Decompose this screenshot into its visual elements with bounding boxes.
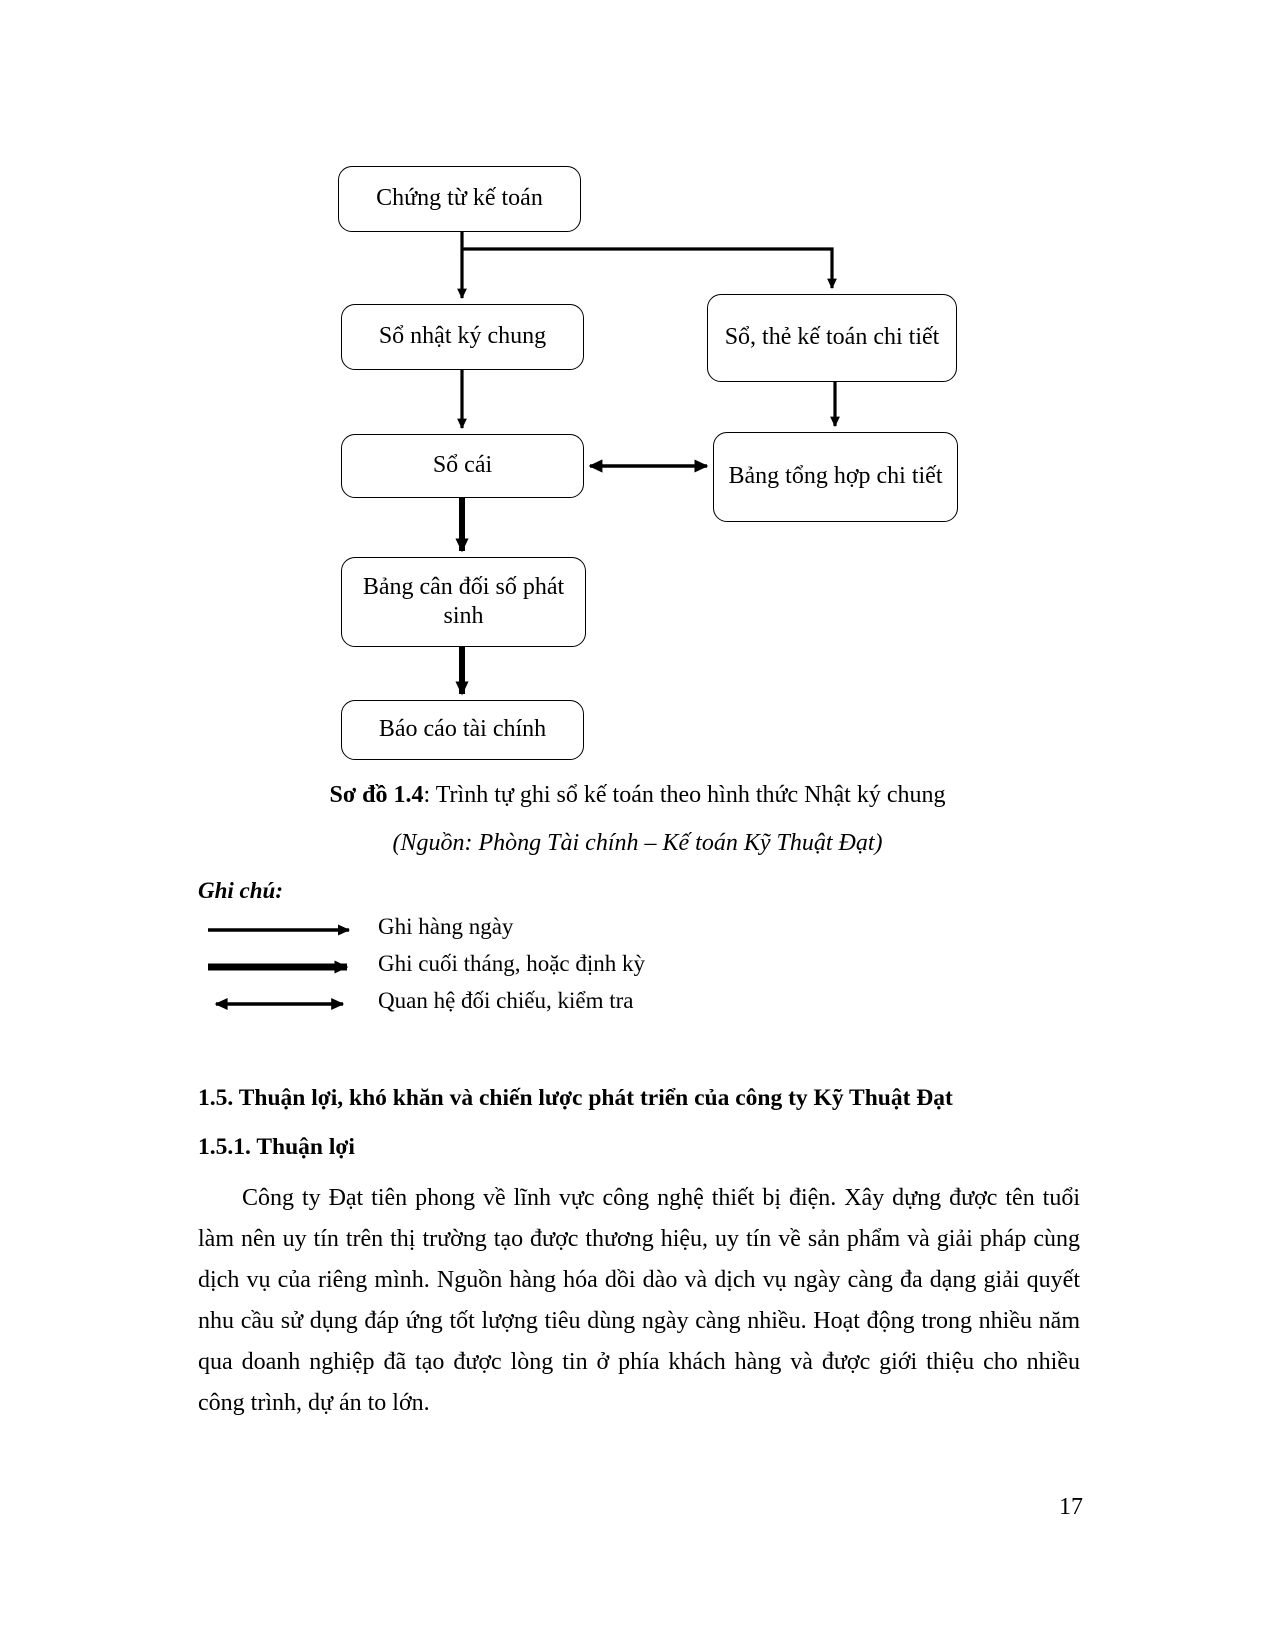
flow-node-bang-tong-hop-chi-tiet[interactable]: Bảng tổng hợp chi tiết (713, 432, 958, 522)
legend-label: Ghi hàng ngày (378, 914, 514, 939)
flow-node-so-nhat-ky-chung[interactable]: Sổ nhật ký chung (341, 304, 584, 370)
flowchart-so-do-1-4: Chứng từ kế toán Sổ nhật ký chung Sổ, th… (0, 0, 1275, 790)
flow-node-bao-cao-tai-chinh[interactable]: Báo cáo tài chính (341, 700, 584, 760)
figure-caption-label: Sơ đồ 1.4 (329, 782, 424, 808)
arrow-thick-right-icon (208, 960, 349, 974)
arrow-thin-right-icon (208, 924, 350, 936)
flow-node-so-the-ke-toan-chi-tiet[interactable]: Sổ, thẻ kế toán chi tiết (707, 294, 957, 382)
heading-section-1-5-1: 1.5.1. Thuận lợi (198, 1134, 355, 1160)
page-number: 17 (1059, 1494, 1083, 1520)
legend-label: Quan hệ đối chiếu, kiểm tra (378, 988, 634, 1013)
heading-section-1-5: 1.5. Thuận lợi, khó khăn và chiến lược p… (198, 1085, 953, 1111)
legend-item-ghi-hang-ngay: Ghi hàng ngày (198, 912, 898, 949)
flow-node-so-cai[interactable]: Sổ cái (341, 434, 584, 498)
legend-label: Ghi cuối tháng, hoặc định kỳ (378, 951, 646, 976)
legend-item-quan-he-doi-chieu: Quan hệ đối chiếu, kiểm tra (198, 986, 898, 1023)
legend-item-ghi-cuoi-thang: Ghi cuối tháng, hoặc định kỳ (198, 949, 898, 986)
figure-caption-text: : Trình tự ghi sổ kế toán theo hình thức… (423, 782, 946, 808)
figure-caption: Sơ đồ 1.4: Trình tự ghi sổ kế toán theo … (0, 782, 1275, 809)
flow-node-chung-tu-ke-toan[interactable]: Chứng từ kế toán (338, 166, 581, 232)
legend-title: Ghi chú: (198, 878, 283, 903)
legend-list: Ghi hàng ngày Ghi cuối tháng, hoặc định … (198, 912, 898, 1023)
flow-node-bang-can-doi-so-phat-sinh[interactable]: Bảng cân đối số phát sinh (341, 557, 586, 647)
flowchart-connectors (455, 232, 840, 696)
figure-source: (Nguồn: Phòng Tài chính – Kế toán Kỹ Thu… (392, 830, 883, 856)
arrow-double-head-icon (214, 998, 345, 1010)
body-paragraph: Công ty Đạt tiên phong về lĩnh vực công … (198, 1185, 1080, 1416)
